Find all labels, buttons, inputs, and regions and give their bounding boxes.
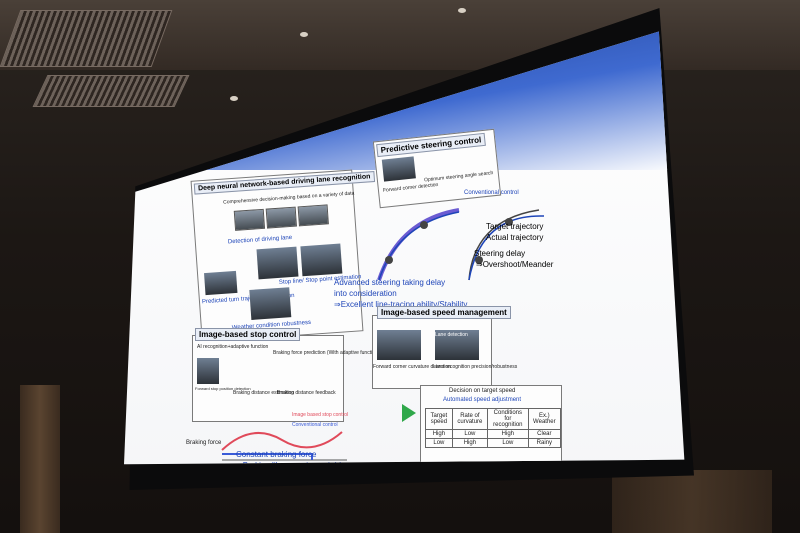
- ceiling-vent: [0, 10, 173, 67]
- steering-panel: Predictive steering control Forward corn…: [372, 128, 502, 209]
- speed-cell: High: [487, 429, 529, 439]
- steering-delay-label: Steering delay: [474, 249, 526, 258]
- speed-decision-panel: Decision on target speed Automated speed…: [420, 385, 562, 465]
- speed-cell: Low: [487, 438, 529, 448]
- speed-heading: Image-based speed management: [377, 306, 511, 319]
- ceiling-vent: [32, 75, 190, 107]
- lane-recog-label: Lane recognition precision/robustness: [433, 364, 518, 370]
- conventional-stop-label: Conventional control: [292, 422, 338, 428]
- actual-trajectory-label: Actual trajectory: [486, 233, 544, 242]
- lane-road-image: [256, 246, 299, 280]
- stop-road-image: [300, 243, 343, 277]
- image-based-label: Image based stop control: [292, 412, 349, 418]
- conventional-control-label: Conventional control: [464, 190, 519, 196]
- target-trajectory-label: Target trajectory: [486, 222, 544, 231]
- lane-detect-photo: [435, 330, 479, 360]
- speed-col-header: Target speed: [425, 408, 453, 430]
- stop-control-panel: Image-based stop control AI recognition+…: [192, 328, 379, 422]
- decision-label: Decision on target speed: [449, 388, 516, 394]
- ceiling-light: [458, 8, 466, 13]
- lane-photo: [265, 206, 297, 229]
- speed-cell: Rainy: [527, 438, 562, 448]
- forward-corner-label: Forward corner curvature detection: [373, 364, 451, 370]
- steering-diagram: [377, 208, 545, 281]
- optimum-text: Optimum steering angle search: [423, 170, 494, 184]
- presentation-slide: Assimilation of AI and Model-based Contr…: [124, 31, 685, 465]
- ceiling-light: [230, 96, 238, 101]
- adjust-label: Automated speed adjustment: [443, 397, 522, 403]
- corner-text: Forward corner detection: [382, 181, 439, 194]
- speed-table: Target speed Rate of curvature Condition…: [425, 408, 562, 448]
- stop-heading: Image-based stop control: [195, 328, 301, 341]
- corner-photo: [381, 156, 416, 182]
- braking-est-text: Braking distance estimation: [233, 390, 295, 396]
- trajectory-road-image: [204, 270, 238, 296]
- braking-force-label: Braking force: [186, 440, 222, 446]
- speed-cell: High: [451, 438, 489, 448]
- wall-pillar: [20, 385, 60, 533]
- speed-cell: Low: [451, 429, 489, 439]
- ceiling-light: [300, 32, 308, 37]
- braking-like-text: ⇒Braking like experienced drivers: [236, 461, 356, 464]
- stop-photo: [197, 358, 219, 384]
- speed-cell: Clear: [527, 429, 562, 439]
- weather-road-image: [249, 287, 292, 320]
- speed-col-header: Conditions for recognition: [487, 408, 529, 430]
- advanced-steering-line1: Advanced steering taking delay: [334, 278, 446, 287]
- lane-decision-text: Comprehensive decision-making based on a…: [222, 190, 355, 206]
- lane-detect-text: Detection of driving lane: [227, 234, 293, 246]
- lane-photo: [233, 208, 266, 231]
- speed-col-header: Ex.) Weather: [527, 408, 562, 430]
- advanced-steering-line3: ⇒Excellent line-tracing ability/Stabilit…: [334, 300, 468, 309]
- overshoot-label: ⇒Overshoot/Meander: [476, 260, 554, 269]
- speed-cell: Low: [425, 438, 453, 448]
- lane-detect-label: Lane detection: [435, 332, 468, 338]
- advanced-steering-line2: into consideration: [334, 289, 397, 298]
- lane-photo: [297, 204, 329, 227]
- forward-stop-text: Forward stop position detection: [195, 386, 251, 391]
- braking-pred-text: Braking force prediction (With adaptive …: [273, 350, 380, 356]
- speed-cell: High: [425, 429, 453, 439]
- braking-fb-text: Braking distance feedback: [277, 390, 336, 396]
- braking-chart: [221, 431, 347, 461]
- constant-braking-text: Constant braking force: [236, 450, 317, 459]
- speed-col-header: Rate of curvature: [451, 408, 489, 430]
- wall-pillar: [612, 470, 772, 533]
- next-arrow: [402, 404, 416, 422]
- lane-recognition-panel: Deep neural network-based driving lane r…: [190, 169, 375, 343]
- stop-recog-text: AI recognition+adaptive function: [197, 344, 269, 350]
- speed-panel: Image-based speed management Lane detect…: [372, 306, 517, 389]
- forward-corner-photo: [377, 330, 421, 360]
